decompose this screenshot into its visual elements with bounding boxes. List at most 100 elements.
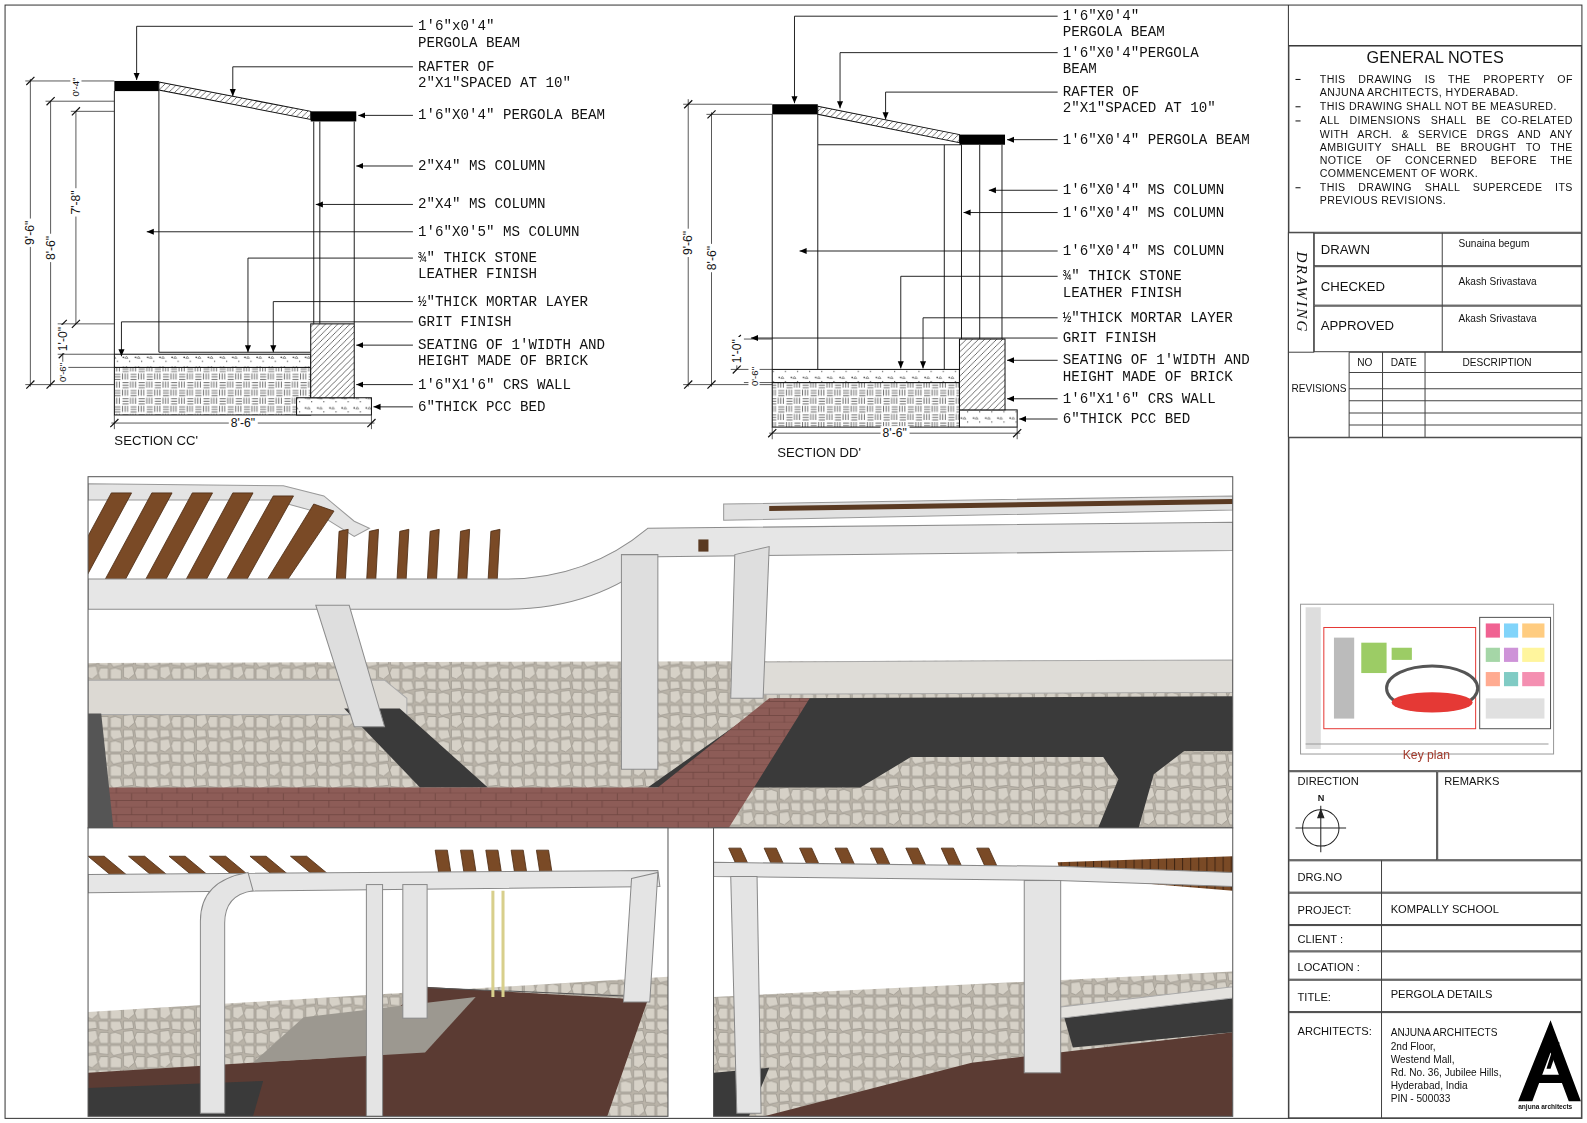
field-label: Key plan [1403,748,1450,762]
firm-logo-part [1518,1020,1581,1101]
callout-label: RAFTER OF 2"X1"SPACED AT 10" [418,59,590,91]
field-value: Akash Srivastava [1458,313,1536,325]
firm-logo-part [1546,1042,1559,1068]
sheet-frame [5,5,1582,1118]
render-main-part [88,493,500,585]
field-label: TITLE: [1298,991,1331,1004]
key-plan-part [1486,698,1545,718]
section-cc-part [311,111,357,121]
title-block-cell: DRAWNSunaina begum [1314,233,1582,266]
render-right-part [1024,881,1060,1073]
section-dd-part-part [751,338,1058,339]
render-right-part [731,876,761,1113]
section-cc-part-part [147,231,413,232]
dimension-text: 0'-6" [57,362,68,383]
vertical-heading: DRAWING [1293,252,1310,334]
section-cc-part [114,354,310,367]
sheet-frame-part [5,5,1582,1118]
callout-label: 1'6"X0'4" PERGOLA BEAM [1063,132,1250,148]
field-value: KOMPALLY SCHOOL [1391,903,1499,916]
field-label: CLIENT : [1298,933,1344,946]
field-value: Akash Srivastava [1458,276,1536,288]
notes-panel: GENERAL NOTESTHIS DRAWING IS THE PROPERT… [1288,46,1582,233]
title-block-cell: DIRECTIONN [1288,771,1437,860]
render-right-part [714,972,1233,1117]
key-plan-part [1504,648,1518,662]
key-plan-part [1522,623,1544,637]
key-plan-part [1504,672,1518,686]
key-plan-part [1301,604,1554,754]
render-main-part [316,605,385,726]
render-left-part [403,885,427,1019]
section-dd-part [684,100,1021,437]
callout-label: SEATING OF 1'WIDTH AND HEIGHT MADE OF BR… [418,337,620,369]
section-cc-part [311,324,355,398]
field-label: LOCATION : [1298,960,1360,973]
dimension-text: 1'-0" [56,325,70,353]
render-main-part-part [265,504,334,583]
key-plan-part [1486,672,1500,686]
render-left-part [253,997,476,1063]
callout-label: RAFTER OF 2"X1"SPACED AT 10" [1063,84,1235,116]
dimension-text: 0'-6" [748,366,759,387]
render-main-part [731,547,769,699]
section-dd-part [772,114,1002,369]
key-plan-part [1306,607,1321,749]
callout-label: 1'6"X0'4"PERGOLA BEAM [1063,45,1215,77]
callout-label: 1'6"X0'4" MS COLUMN [1063,243,1225,259]
render-right-part [714,828,1233,1116]
section-dd-part-part [923,318,1058,369]
field-value: Hyderabad, India [1391,1080,1468,1092]
render-main-part [769,499,1233,511]
section-dd-part-part [989,190,1058,191]
key-plan-panel: Key plan [1288,437,1582,771]
field-label: ARCHITECTS: [1298,1025,1372,1038]
section-dd-part [818,106,960,142]
callout-label: 1'6"X0'4" PERGOLA BEAM [1063,8,1205,40]
section-dd-part [772,369,959,382]
section-cc-part [26,77,375,427]
section-cc-part [121,26,412,407]
section-dd-part [683,99,1020,439]
section-title: SECTION CC' [114,433,198,448]
field-value: N [1318,792,1325,802]
callout-label: 1'6"X0'4" MS COLUMN [1063,182,1225,198]
note-text: ALL DIMENSIONS SHALL BE CO-RELATED WITH … [1320,114,1573,180]
section-dd-part-part [1007,360,1058,361]
section-cc-part [114,81,159,91]
callout-label: 2"X4" MS COLUMN [418,158,546,174]
section-dd-part [772,104,818,114]
table-header: DATE [1391,357,1417,369]
dimension-text: 1'-0" [730,337,744,365]
title-block-lines-part [1288,352,1582,437]
render-right [714,828,1233,1116]
callout-label: GRIT FINISH [1063,330,1157,346]
dimension-text: 8'-6" [229,416,257,430]
key-plan-part [1522,672,1544,686]
render-main-part [88,660,1233,828]
section-cc-part [159,82,311,119]
field-value: Rd. No. 36, Jubilee Hills, [1391,1067,1502,1079]
section-cc-part-part [358,115,413,116]
section-cc-part [297,398,372,415]
title-block-cell: CLIENT : [1288,925,1582,951]
dimension-text: 8'-6" [881,426,909,440]
section-cc-part-part [373,406,412,407]
section-cc-part-part [356,165,413,166]
field-value: PERGOLA DETAILS [1391,988,1493,1001]
section-cc [25,26,413,429]
section-title: SECTION DD' [777,445,861,460]
section-dd-part-part [1019,419,1057,420]
note-text: THIS DRAWING SHALL SUPERCEDE ITS PREVIOU… [1320,181,1573,207]
key-plan-part [1392,648,1412,660]
render-right-part [714,862,1233,886]
key-plan-part [1334,638,1354,719]
dimension-text: 0'-4" [70,76,81,97]
field-value: 2nd Floor, [1391,1040,1436,1052]
dimension-text: 9'-6" [681,229,695,257]
render-main-part [698,539,708,551]
render-left-part [493,891,503,997]
dimension-text: 8'-6" [44,234,58,262]
key-plan-part [1522,648,1544,662]
